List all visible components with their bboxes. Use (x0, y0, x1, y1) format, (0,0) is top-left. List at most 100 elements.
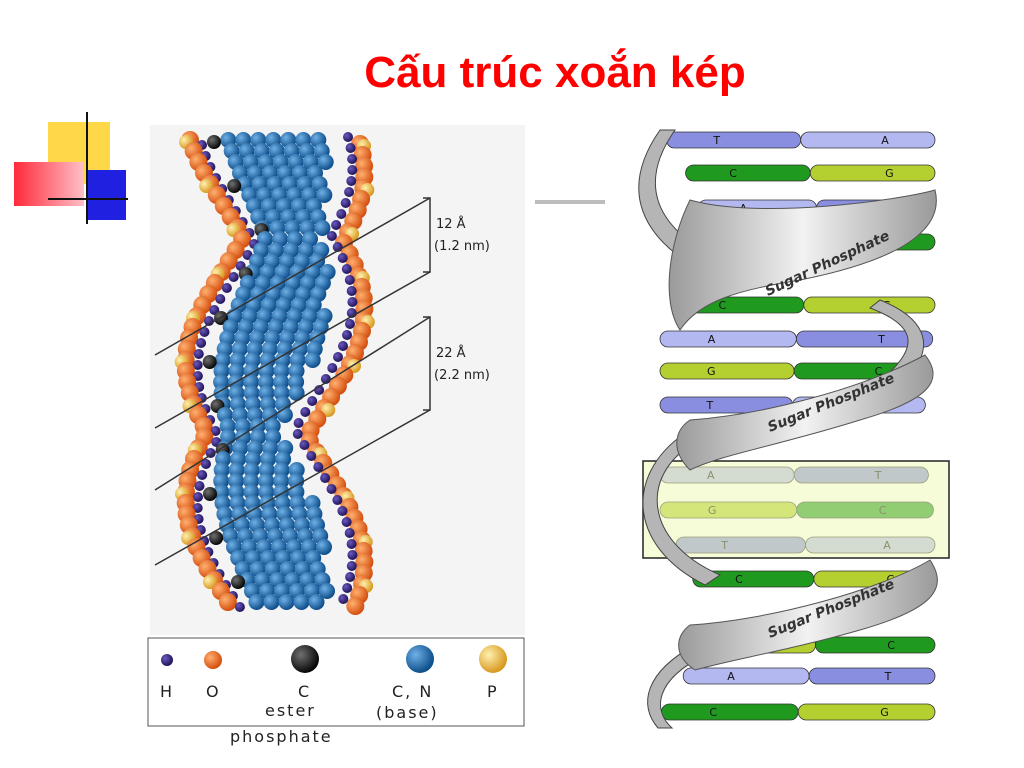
legend-box (147, 637, 525, 727)
width-label-line2: (2.2 nm) (434, 368, 490, 383)
atom (248, 594, 265, 610)
atom (203, 575, 217, 589)
atom (192, 503, 203, 513)
atom (347, 154, 358, 164)
base-left (659, 362, 795, 380)
atom (347, 550, 358, 560)
connector-bar (535, 200, 605, 204)
atom (346, 539, 357, 549)
legend-h-swatch (161, 654, 173, 666)
front-strand-segment-3 (678, 559, 938, 671)
atom (193, 492, 203, 502)
base-right-label: T (884, 670, 892, 683)
legend-o-label: O (206, 682, 219, 701)
atom (341, 517, 352, 527)
legend-o: O (204, 651, 222, 701)
atom (202, 355, 217, 369)
atom (338, 594, 349, 604)
base-left-label: G (707, 365, 716, 378)
base-left-label: C (729, 167, 737, 180)
width-line-2 (154, 409, 431, 566)
atom (327, 363, 338, 373)
legend-cn-label: C, N (392, 682, 433, 701)
atom (221, 283, 232, 293)
base-left (659, 330, 797, 348)
base-right-label: C (875, 365, 883, 378)
pitch-label-line2: (1.2 nm) (434, 239, 490, 254)
deco-vertical-line (86, 112, 88, 224)
base-right (800, 131, 936, 149)
deco-horizontal-line (48, 198, 128, 200)
base-right (795, 330, 934, 348)
legend-p-swatch (479, 645, 507, 673)
width-bracket (423, 316, 431, 411)
atom (306, 451, 317, 461)
atom (317, 154, 334, 170)
atom (347, 297, 358, 307)
atom (344, 275, 355, 285)
front-strand-segment-1 (668, 189, 937, 331)
atom (337, 253, 348, 263)
atom (316, 187, 333, 203)
legend-h-label: H (160, 682, 172, 701)
atom (308, 594, 325, 610)
atom (345, 143, 356, 153)
atom (288, 385, 305, 401)
base-right-label: C (887, 639, 895, 652)
atom (278, 594, 295, 610)
atom (344, 187, 355, 197)
atom (342, 330, 352, 340)
pitch-line-2 (154, 271, 431, 429)
atom (320, 473, 331, 483)
slide-title: Cấu trúc xoắn kép (364, 48, 746, 97)
pitch-bracket (423, 197, 431, 273)
atom (205, 448, 216, 458)
pitch-line-1 (154, 197, 431, 356)
atom (231, 575, 245, 589)
base-left (682, 667, 810, 685)
base-right (809, 164, 936, 182)
atom (307, 396, 318, 406)
atom (338, 341, 348, 351)
legend-ester-label: ester (265, 701, 316, 720)
atom (332, 495, 343, 505)
legend-h: H (160, 654, 173, 701)
legend-base-label: (base) (376, 703, 439, 722)
atom (203, 487, 217, 501)
legend-c-swatch (291, 645, 319, 673)
atom (207, 135, 221, 149)
base-left-label: A (708, 333, 716, 346)
front-strand-segment-2 (676, 354, 934, 471)
width-line-1 (154, 316, 431, 491)
highlight-box (642, 460, 950, 559)
base-left-label: C (718, 299, 726, 312)
base-left-label: T (705, 399, 713, 412)
ribbon-double-helix: TACGATGCCGATGCTAATGCTACGGCATCG Sugar Pho… (638, 129, 950, 729)
atom (313, 462, 324, 472)
atom (340, 198, 351, 208)
space-filling-model: 12 Å (1.2 nm) 22 Å (2.2 nm) H O C C, N P… (147, 125, 525, 746)
base-right-label: A (881, 134, 889, 147)
atom (337, 506, 348, 516)
atom (227, 179, 242, 193)
atom (194, 481, 205, 491)
atom (276, 407, 293, 423)
atom (345, 319, 355, 329)
atom (345, 572, 356, 582)
base-left-label: C (735, 573, 743, 586)
atom (201, 459, 211, 469)
atom (196, 338, 207, 348)
legend-c-label: C (298, 682, 309, 701)
atom (210, 426, 221, 436)
base-right-label: T (877, 333, 885, 346)
atom (343, 132, 353, 142)
base-right-label: G (885, 167, 894, 180)
atom (314, 220, 331, 236)
legend-c: C (291, 645, 319, 701)
atom (321, 403, 336, 417)
atom (346, 176, 357, 186)
base-left (661, 703, 799, 721)
legend-p: P (479, 645, 507, 701)
atom (292, 429, 303, 439)
atom (228, 272, 239, 282)
